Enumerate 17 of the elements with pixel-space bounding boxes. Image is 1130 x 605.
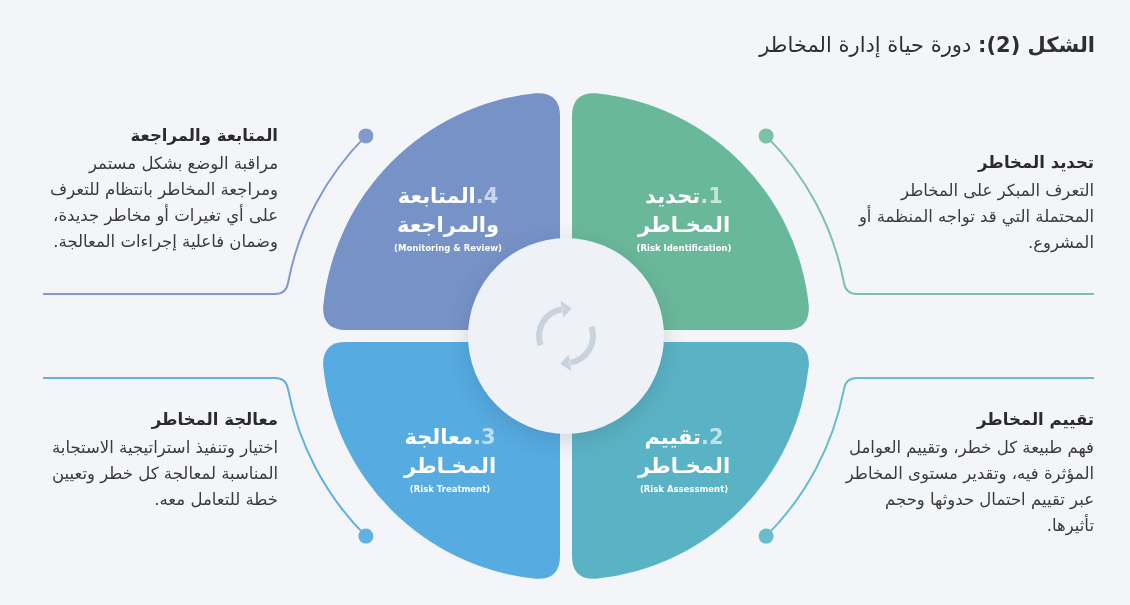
leader-line bbox=[758, 377, 1095, 544]
segment-subtitle: (Risk Assessment) bbox=[639, 484, 729, 495]
step-description: التعرف المبكر على المخاطر المحتملة التي قد تواجه المنظمة أو المشروع. bbox=[857, 180, 1094, 255]
leader-line bbox=[758, 128, 1095, 295]
leader-line bbox=[42, 128, 374, 295]
step-heading: تقييم المخاطر bbox=[976, 409, 1094, 431]
step-description: اختيار وتنفيذ استراتيجية الاستجابة المناسبة لمعالجة كل خطر وتعيين خطة للتعامل معه. bbox=[50, 437, 278, 511]
figure-title: الشكل (2): دورة حياة إدارة المخاطر bbox=[759, 32, 1095, 60]
segment-subtitle: (Risk Identification) bbox=[636, 243, 732, 254]
step-description: فهم طبيعة كل خطر، وتقييم العوامل المؤثرة فيه، وتقدير مستوى المخاطر عبر تقييم احتمال حدوثها وحجم تأثيرها. bbox=[845, 437, 1094, 538]
step-heading: تحديد المخاطر bbox=[978, 152, 1094, 174]
step-heading: المتابعة والمراجعة bbox=[130, 125, 278, 147]
step-heading: معالجة المخاطر bbox=[151, 409, 278, 431]
segment-subtitle: (Monitoring & Review) bbox=[394, 243, 502, 254]
segment-subtitle: (Risk Treatment) bbox=[409, 484, 491, 495]
step-description: مراقبة الوضع بشكل مستمر ومراجعة المخاطر بانتظام للتعرف على أي تغيرات أو مخاطر جديدة، وضمان فاعلية إجراءات المعالجة. bbox=[49, 153, 278, 254]
leader-line bbox=[42, 377, 374, 544]
